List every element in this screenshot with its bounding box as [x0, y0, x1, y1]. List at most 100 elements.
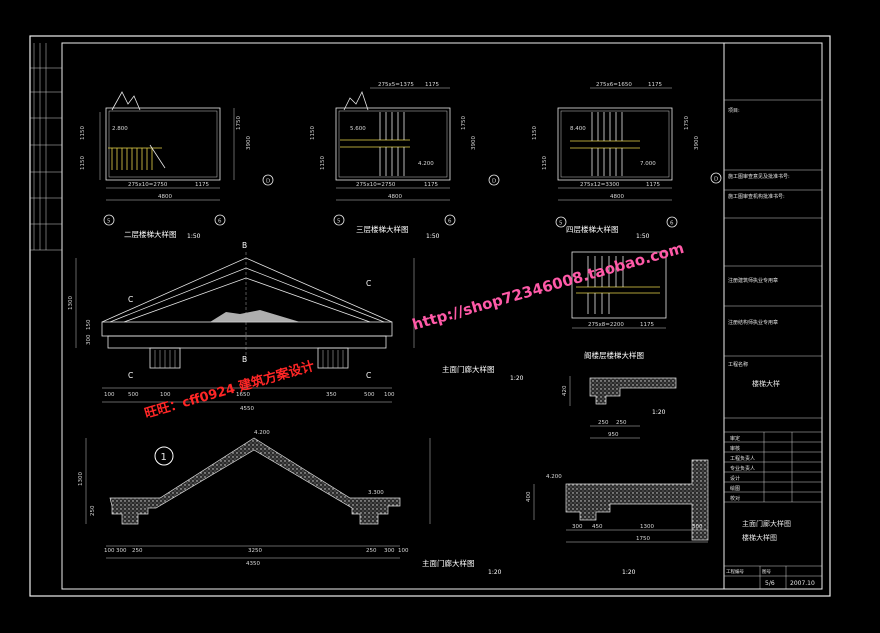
svg-text:275x8=2200: 275x8=2200: [588, 322, 624, 328]
svg-text:4350: 4350: [246, 561, 260, 567]
svg-text:275x6=1650: 275x6=1650: [596, 82, 632, 88]
tb-drawing-title-2: 楼梯大样图: [742, 533, 777, 542]
svg-text:1:50: 1:50: [636, 233, 650, 240]
svg-text:450: 450: [592, 524, 603, 530]
svg-text:4.200: 4.200: [546, 474, 562, 480]
svg-text:1750: 1750: [461, 116, 467, 130]
stair-plan-2: 2.800 1150 1150 1750 3900 275x10=2750 11…: [80, 91, 274, 240]
watermark-brand: 旺旺：cff0924 建筑方案设计: [143, 358, 317, 422]
stair2-level: 2.800: [112, 126, 128, 132]
svg-text:1175: 1175: [424, 182, 438, 188]
svg-text:D: D: [714, 177, 718, 183]
stair2-dim-3: 4800: [158, 194, 172, 200]
tb-row-approval: 施工图审查机构批准书号:: [728, 193, 785, 200]
svg-text:250: 250: [616, 420, 627, 426]
svg-text:100: 100: [104, 392, 115, 398]
svg-text:3900: 3900: [471, 136, 477, 150]
svg-text:1:20: 1:20: [622, 569, 636, 576]
tb-project-name: 楼梯大样: [752, 379, 780, 388]
tb-date: 2007.10: [790, 580, 815, 587]
stair2-scale: 1:50: [187, 233, 201, 240]
svg-text:1175: 1175: [648, 82, 662, 88]
svg-text:D: D: [266, 179, 270, 185]
sheet-outer-border: [29, 35, 831, 597]
svg-text:1:20: 1:20: [510, 375, 524, 382]
svg-text:5: 5: [337, 219, 341, 225]
svg-text:6: 6: [448, 219, 452, 225]
portico1-title: 主面门廊大样图: [442, 364, 495, 374]
svg-text:1650: 1650: [236, 392, 250, 398]
svg-text:300: 300: [86, 334, 92, 345]
svg-text:150: 150: [86, 319, 92, 330]
svg-text:1300: 1300: [68, 296, 74, 310]
tb-sheet-number: 5/6: [765, 580, 775, 587]
svg-text:250: 250: [90, 505, 96, 516]
stair-plan-3: 5.600 4.200 275x5=1375 1175 1150 1150 17…: [310, 82, 500, 240]
svg-text:4800: 4800: [388, 194, 402, 200]
svg-text:300: 300: [572, 524, 583, 530]
portico2-title: 主面门廊大样图: [422, 558, 475, 568]
svg-text:审定: 审定: [730, 435, 740, 442]
svg-text:设计: 设计: [730, 475, 740, 482]
svg-text:3.300: 3.300: [368, 490, 384, 496]
svg-text:1150: 1150: [310, 126, 316, 140]
svg-text:C: C: [128, 371, 133, 380]
svg-text:3900: 3900: [694, 136, 700, 150]
svg-text:专业负责人: 专业负责人: [730, 465, 755, 472]
step-detail-small: 420 250 250 950 1:20: [562, 376, 677, 439]
svg-text:绘图: 绘图: [730, 485, 740, 492]
tb-row-review: 施工图审查意见及批准书号:: [728, 173, 790, 180]
svg-text:1175: 1175: [425, 82, 439, 88]
svg-text:工程编号: 工程编号: [726, 568, 744, 575]
stair-plan-4: 8.400 7.000 275x6=1650 1175 1150 1150 17…: [532, 82, 722, 240]
portico-elevation: B B C C C C 1300 150 300 100 500 100 165…: [68, 241, 524, 412]
svg-text:D: D: [492, 179, 496, 185]
svg-text:7.000: 7.000: [640, 161, 656, 167]
svg-text:420: 420: [562, 385, 568, 396]
svg-text:1:50: 1:50: [426, 233, 440, 240]
svg-text:C: C: [366, 371, 371, 380]
svg-text:B: B: [242, 355, 247, 364]
svg-text:工程负责人: 工程负责人: [730, 455, 755, 462]
svg-text:4550: 4550: [240, 406, 254, 412]
sheet-inner-border: [61, 42, 823, 590]
svg-text:300: 300: [692, 524, 703, 530]
svg-text:1175: 1175: [646, 182, 660, 188]
svg-text:100: 100: [398, 548, 409, 554]
svg-text:1750: 1750: [236, 116, 242, 130]
svg-text:1750: 1750: [684, 116, 690, 130]
stair4-title: 四层楼梯大样图: [566, 224, 619, 234]
svg-text:C: C: [366, 279, 371, 288]
svg-text:4800: 4800: [610, 194, 624, 200]
tb-row-architect: 注册建筑师执业专用章: [728, 277, 778, 284]
stair-plan-attic: 275x8=2200 1175 阁楼层楼梯大样图: [571, 251, 667, 360]
attic-stair-title: 阁楼层楼梯大样图: [584, 350, 644, 360]
title-block: 项目: 施工图审查意见及批准书号: 施工图审查机构批准书号: 注册建筑师执业专用…: [724, 99, 822, 589]
svg-text:500: 500: [364, 392, 375, 398]
svg-text:审核: 审核: [730, 445, 740, 452]
svg-text:250: 250: [366, 548, 377, 554]
svg-text:100: 100: [104, 548, 115, 554]
svg-text:1:20: 1:20: [488, 569, 502, 576]
portico-section: 1 4.200 3.300 1300 250 100 300 250 3250 …: [78, 430, 502, 576]
svg-text:C: C: [128, 295, 133, 304]
svg-text:250: 250: [132, 548, 143, 554]
svg-text:275x5=1375: 275x5=1375: [378, 82, 414, 88]
stair2-dim-2: 1175: [195, 182, 209, 188]
svg-text:B: B: [242, 241, 247, 250]
svg-text:1750: 1750: [636, 536, 650, 542]
svg-text:3900: 3900: [246, 136, 252, 150]
svg-text:400: 400: [526, 491, 532, 502]
svg-text:1150: 1150: [80, 126, 86, 140]
svg-text:350: 350: [326, 392, 337, 398]
tb-row-structural: 注册结构师执业专用章: [728, 319, 778, 326]
svg-text:1300: 1300: [78, 472, 84, 486]
svg-text:100: 100: [384, 392, 395, 398]
svg-text:275x12=3300: 275x12=3300: [580, 182, 620, 188]
svg-text:1150: 1150: [80, 156, 86, 170]
svg-text:1:20: 1:20: [652, 409, 666, 416]
svg-text:250: 250: [598, 420, 609, 426]
svg-text:1300: 1300: [640, 524, 654, 530]
svg-text:275x10=2750: 275x10=2750: [356, 182, 396, 188]
